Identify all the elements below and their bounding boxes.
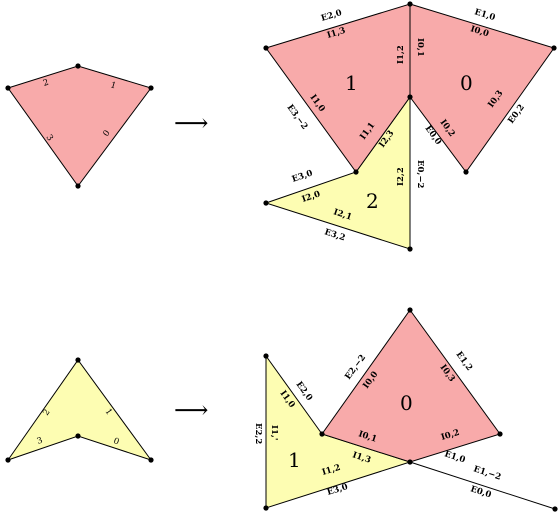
edge-label: 1 — [103, 407, 114, 417]
vertex-point — [552, 506, 558, 512]
edge-label: E3,2 — [323, 227, 346, 243]
edge-label: I2,2 — [396, 167, 406, 186]
edge-label: E3,0 — [291, 168, 314, 184]
vertex-point — [319, 431, 325, 437]
edge-label: I1,2 — [396, 45, 406, 64]
edge-label: 0 — [112, 436, 120, 447]
edge-label: 2 — [41, 408, 52, 418]
vertex-point — [407, 307, 413, 313]
vertex-point — [263, 200, 269, 206]
vertex-point — [148, 457, 154, 463]
edge-label: E2,2 — [253, 423, 263, 444]
edge-label: 2 — [42, 78, 50, 89]
vertex-point — [353, 169, 359, 175]
edge-label: E1,2 — [454, 350, 475, 373]
edge-label: E0,−2 — [415, 160, 425, 188]
edge-label: E1,0 — [443, 449, 466, 465]
vertex-point — [263, 45, 269, 51]
region-label: 1 — [345, 71, 358, 95]
edge-label: 3 — [44, 133, 55, 143]
edge-label: E1,0 — [473, 7, 496, 23]
edge-label: 1 — [109, 80, 117, 91]
vertex-point — [75, 433, 81, 439]
edge-label: E0,0 — [469, 484, 492, 500]
edge-label: I1,' — [269, 425, 279, 440]
vertex-point — [463, 169, 469, 175]
region-label: 2 — [366, 189, 379, 213]
vertex-point — [5, 85, 11, 91]
vertex-point — [148, 85, 154, 91]
edge-label: I0,1 — [415, 38, 425, 57]
edge-label: E2,0 — [320, 8, 343, 24]
region-label: 0 — [400, 391, 413, 415]
vertex-point — [75, 357, 81, 363]
vertex-point — [263, 505, 269, 511]
vertex-point — [407, 459, 413, 465]
edge-label: E3,−2 — [285, 103, 310, 132]
vertex-point — [407, 246, 413, 252]
bottom-small-dart-face — [6, 359, 153, 461]
edge-label: E1,−2 — [472, 464, 502, 482]
vertex-point — [407, 1, 413, 7]
vertex-point — [263, 353, 269, 359]
region-label: 0 — [460, 71, 473, 95]
vertex-point — [407, 94, 413, 100]
top-big-figure: 1 0 2 E2,0 E1,0 I1,3 I1,2 I0,1 I0,0 I1,0… — [263, 1, 557, 252]
top-small-kite-face — [7, 65, 152, 187]
vertex-point — [551, 45, 557, 51]
region-label: 1 — [288, 448, 301, 472]
bottom-small-dart: 2 1 3 0 — [5, 357, 154, 463]
vertex-point — [75, 63, 81, 69]
region-0-face — [321, 309, 501, 463]
transform-arrow: ⟶ — [174, 396, 208, 424]
bottom-big-figure: 0 1 E2,0 I1,0 E2,2 I1,' E2,−2 I0,0 E1,2 … — [253, 307, 558, 512]
vertex-point — [75, 183, 81, 189]
top-small-kite: 2 1 3 0 — [5, 63, 154, 189]
transform-arrow: ⟶ — [174, 109, 208, 137]
edge-label: 0 — [101, 128, 112, 138]
edge-label: 3 — [36, 436, 44, 447]
outer-edge-line — [409, 461, 556, 510]
vertex-point — [5, 457, 11, 463]
vertex-point — [497, 431, 503, 437]
